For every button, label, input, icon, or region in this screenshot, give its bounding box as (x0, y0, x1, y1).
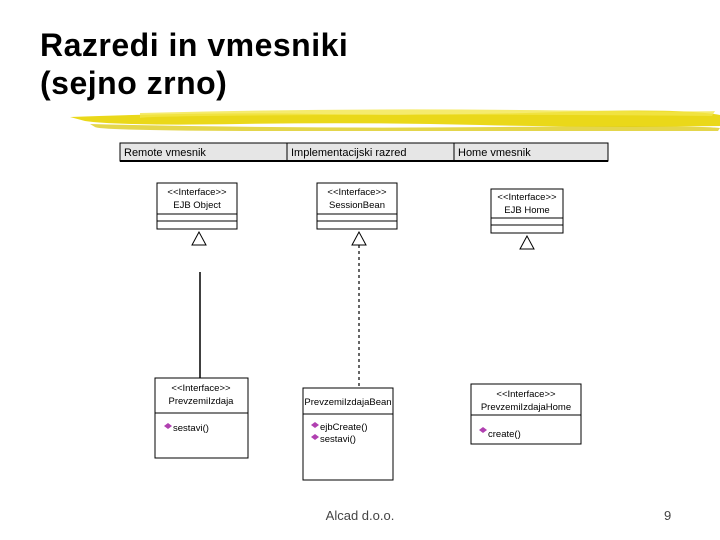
realization-arrowhead-impl (351, 230, 367, 246)
uml-box-prevzemi-izdaja-bean[interactable]: PrevzemiIzdajaBean ejbCreate() sestavi() (302, 387, 394, 481)
method-label: sestavi() (173, 423, 209, 434)
method-icon (311, 422, 319, 428)
method-label: ejbCreate() (320, 422, 368, 433)
method-icon (479, 427, 487, 433)
column-header-impl: Implementacijski razred (291, 147, 407, 159)
stereotype-label: <<Interface>> (497, 192, 557, 203)
stereotype-label: <<Interface>> (327, 187, 387, 198)
column-header-bar: Remote vmesnik Implementacijski razred H… (119, 142, 609, 162)
method-label: sestavi() (320, 434, 356, 445)
method-label: create() (488, 429, 521, 440)
uml-box-prevzemi-izdaja-home[interactable]: <<Interface>> PrevzemiIzdajaHome create(… (470, 383, 582, 445)
stereotype-label: <<Interface>> (171, 383, 231, 394)
uml-box-ejb-home[interactable]: <<Interface>> EJB Home (490, 188, 564, 234)
class-name: EJB Home (504, 205, 549, 216)
slide-title: Razredi in vmesniki (sejno zrno) (40, 26, 348, 102)
inheritance-arrowhead-home (519, 234, 535, 250)
page-number: 9 (664, 508, 672, 523)
class-name: EJB Object (173, 200, 221, 211)
highlighter-stroke (70, 109, 720, 131)
uml-box-prevzemi-izdaja[interactable]: <<Interface>> PrevzemiIzdaja sestavi() (154, 377, 249, 459)
title-line-2: (sejno zrno) (40, 65, 228, 101)
uml-box-session-bean[interactable]: <<Interface>> SessionBean (316, 182, 398, 230)
stereotype-label: <<Interface>> (496, 389, 556, 400)
class-name: PrevzemiIzdaja (169, 396, 235, 407)
method-icon (164, 423, 172, 429)
column-header-remote: Remote vmesnik (124, 147, 206, 159)
footer-company: Alcad d.o.o. (325, 508, 395, 523)
class-name: SessionBean (329, 200, 385, 211)
class-name: PrevzemiIzdajaHome (481, 402, 571, 413)
uml-box-ejb-object[interactable]: <<Interface>> EJB Object (156, 182, 238, 230)
inheritance-arrowhead-remote (191, 230, 207, 246)
title-line-1: Razredi in vmesniki (40, 27, 349, 63)
column-header-home: Home vmesnik (458, 147, 531, 159)
stereotype-label: <<Interface>> (167, 187, 227, 198)
class-name: PrevzemiIzdajaBean (304, 397, 391, 408)
method-icon (311, 434, 319, 440)
